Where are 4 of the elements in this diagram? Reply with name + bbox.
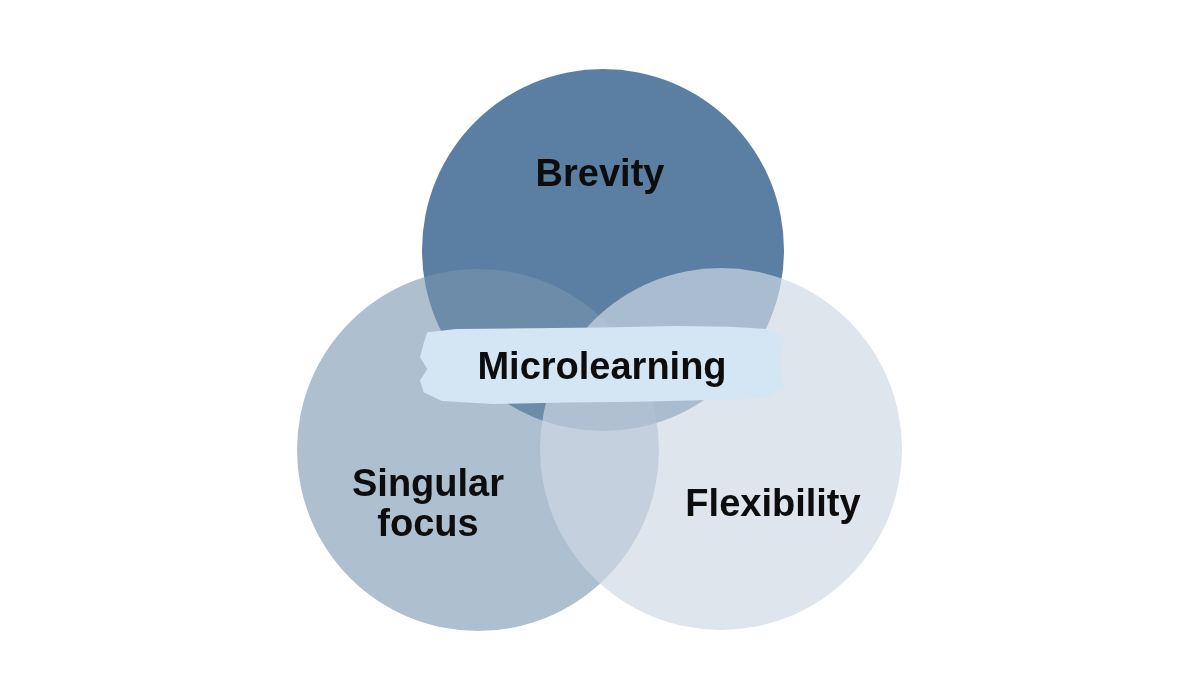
circle-label: Flexibility (685, 483, 861, 523)
circle-label: Singular focus (351, 463, 505, 543)
center-label: Microlearning (477, 346, 727, 386)
circle-label: Brevity (535, 153, 665, 193)
